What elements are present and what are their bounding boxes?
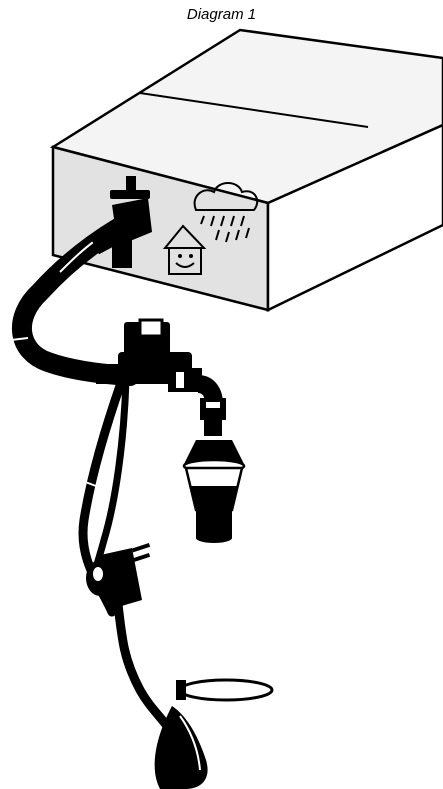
cable-tie-icon [176,680,272,700]
rain-tank [53,30,443,310]
filter-cup-icon [184,418,244,543]
plug-icon [86,543,150,610]
